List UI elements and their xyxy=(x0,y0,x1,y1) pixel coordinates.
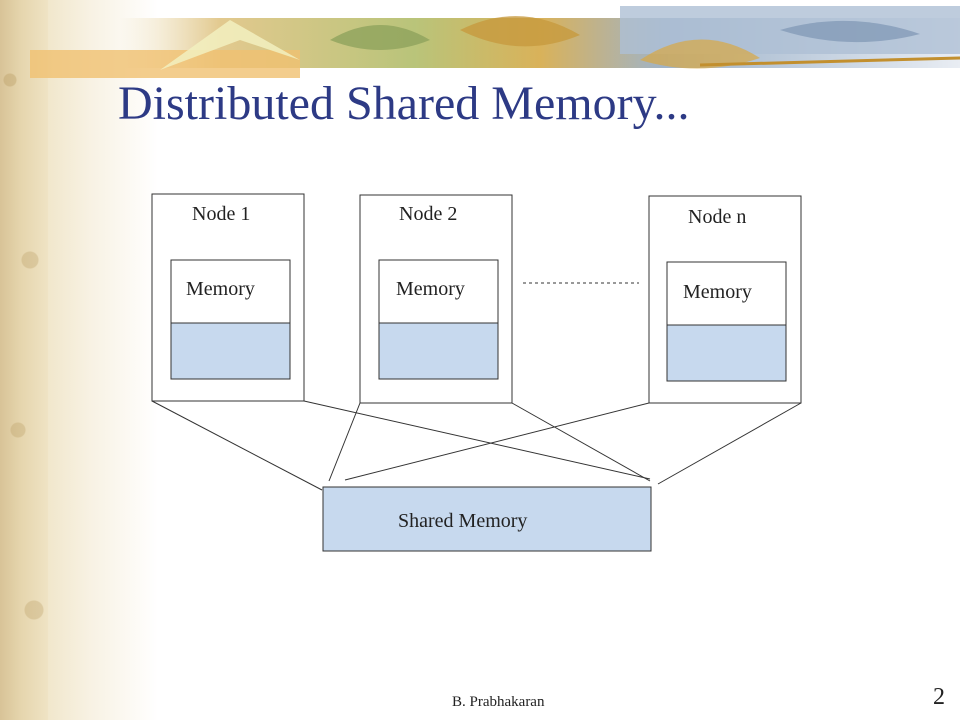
node-2-memory-shared-part xyxy=(378,322,499,380)
node-n-memory-label: Memory xyxy=(683,281,752,303)
background-fade xyxy=(48,0,158,720)
connector-noden-right xyxy=(657,402,802,485)
page-number: 2 xyxy=(933,684,945,710)
node-n-memory-shared-part xyxy=(666,324,787,382)
leaf-banner-image xyxy=(30,6,960,78)
node-1-memory-shared-part xyxy=(170,322,291,380)
author-footer: B. Prabhakaran xyxy=(452,694,545,710)
node-2-memory-label: Memory xyxy=(396,278,465,300)
connector-node2-left xyxy=(328,402,361,482)
shared-memory-box xyxy=(322,486,652,552)
node-1-label: Node 1 xyxy=(192,203,250,225)
connector-node1-right xyxy=(303,400,651,480)
connector-node2-right xyxy=(511,402,651,482)
shared-memory-label: Shared Memory xyxy=(398,510,527,532)
node-2-label: Node 2 xyxy=(399,203,457,225)
connector-noden-left xyxy=(344,402,650,481)
slide-title: Distributed Shared Memory... xyxy=(118,77,690,130)
node-1-memory-label: Memory xyxy=(186,278,255,300)
connector-node1-left xyxy=(151,400,323,491)
node-n-label: Node n xyxy=(688,206,746,228)
parchment-strip xyxy=(0,0,48,720)
